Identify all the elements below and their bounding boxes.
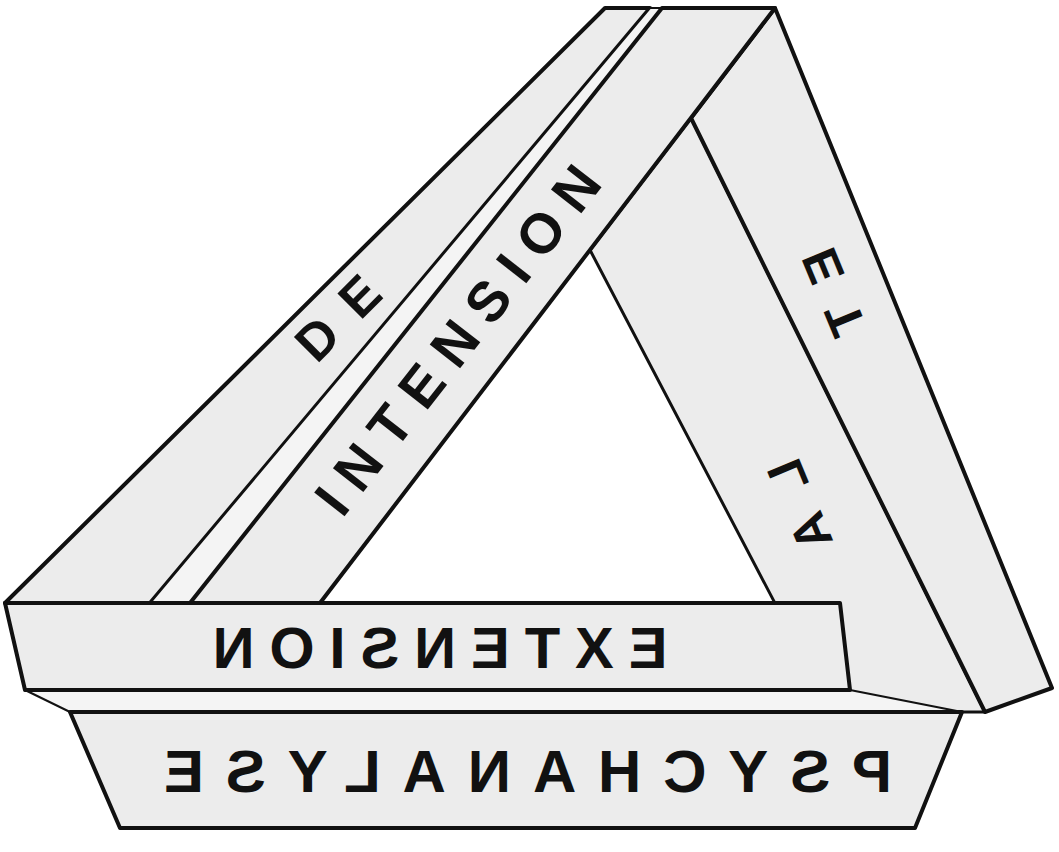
band-label: DE: [269, 249, 408, 388]
left-edge-strip: [150, 8, 662, 603]
bottom-upper-face: [5, 603, 850, 690]
band-face: DE: [269, 249, 408, 388]
band-face: LA: [749, 428, 851, 583]
band-face: EXTENSION: [198, 619, 683, 677]
bottom-lower-face: [70, 712, 962, 828]
band-label: LA: [749, 428, 851, 583]
left-inner-face: [190, 8, 775, 603]
band-label: PSYCHANALYSE: [142, 742, 914, 802]
band-label: ET: [784, 218, 884, 367]
left-outer-face: [5, 8, 650, 603]
band-face: ET: [784, 218, 884, 367]
bottom-edge-strip: [25, 690, 962, 712]
band-label: EXTENSION: [198, 619, 683, 677]
band-face: PSYCHANALYSE: [142, 742, 914, 802]
